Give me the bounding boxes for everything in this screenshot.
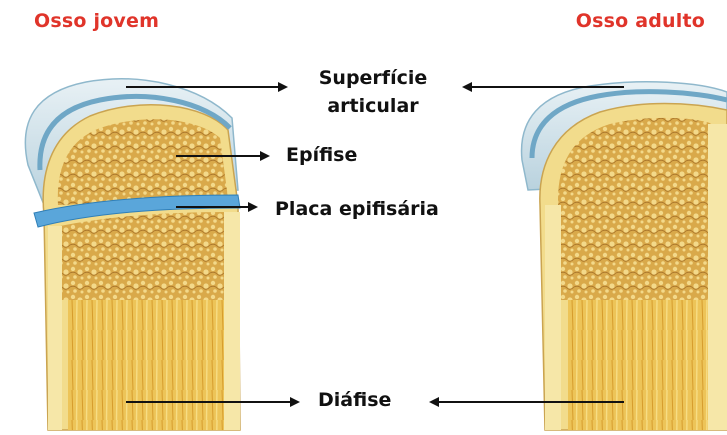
adult-medullary-cavity [568, 300, 708, 430]
young-bone [25, 79, 240, 430]
label-articular-surface: Superfície articular [300, 64, 446, 120]
label-articular-surface-line2: articular [300, 92, 446, 120]
adult-spongy-bone [558, 118, 712, 300]
young-metaphysis-spongy [60, 212, 226, 300]
label-articular-surface-line1: Superfície [300, 64, 446, 92]
label-epiphyseal-plate: Placa epifisária [275, 198, 439, 220]
adult-bone [522, 82, 727, 430]
young-medullary-cavity [68, 300, 224, 430]
label-epiphysis: Epífise [286, 144, 357, 166]
title-young-bone: Osso jovem [34, 10, 159, 32]
title-adult-bone: Osso adulto [576, 10, 705, 32]
label-diaphysis: Diáfise [318, 389, 391, 411]
